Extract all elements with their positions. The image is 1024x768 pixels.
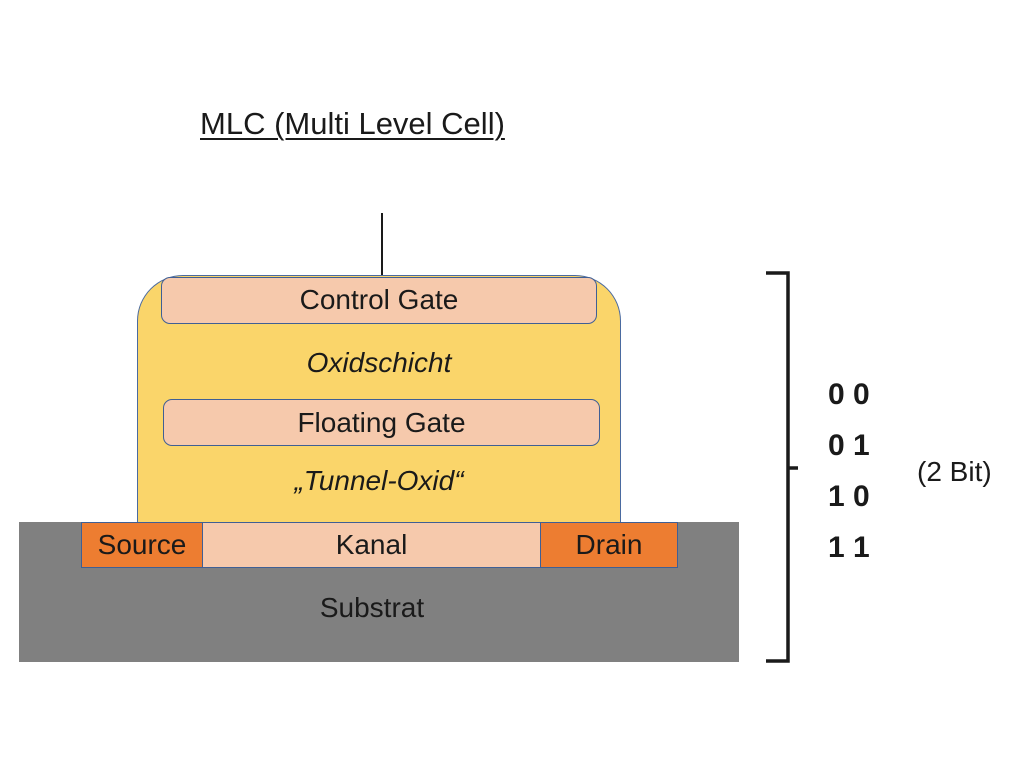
floating-gate: Floating Gate — [163, 399, 600, 446]
tunnel-oxide-label: „Tunnel-Oxid“ — [294, 465, 464, 496]
diagram-title: MLC (Multi Level Cell) — [200, 106, 505, 141]
oxide-label: Oxidschicht — [306, 347, 452, 378]
channel-region: Kanal — [203, 523, 540, 567]
drain-region: Drain — [540, 523, 677, 567]
bit-state: 1 0 — [828, 480, 870, 513]
control-gate: Control Gate — [161, 277, 597, 324]
bit-state: 0 1 — [828, 429, 870, 462]
substrate-label: Substrat — [319, 592, 425, 623]
gate-connection-line — [381, 213, 383, 275]
bit-state: 0 0 — [828, 378, 870, 411]
bit-states: 0 0 0 1 1 0 1 1 — [828, 375, 898, 579]
source-region: Source — [82, 523, 203, 567]
channel-row: Source Kanal Drain — [81, 522, 678, 568]
bit-count-label: (2 Bit) — [917, 456, 992, 487]
bit-state: 1 1 — [828, 531, 870, 564]
state-bracket — [766, 271, 798, 663]
